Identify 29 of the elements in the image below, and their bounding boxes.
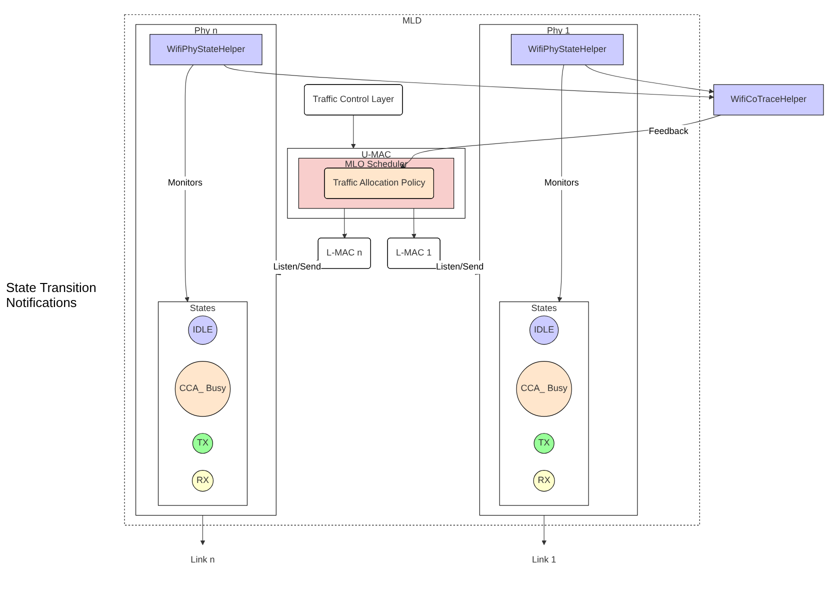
arrow	[542, 515, 547, 546]
node-circle: TX	[534, 433, 554, 454]
node-circle: RX	[533, 470, 555, 492]
edge-label: Listen/Send	[436, 262, 484, 272]
arrow	[557, 64, 564, 302]
node-box: WifiCoTraceHelper	[713, 84, 824, 116]
note-label: State Transition Notifications	[6, 280, 98, 310]
node-text: Link 1	[532, 555, 556, 565]
arrow	[342, 208, 347, 239]
node-box: WifiPhyStateHelper	[510, 34, 624, 66]
arrow	[412, 208, 416, 239]
arrow	[224, 64, 714, 100]
node-circle: IDLE	[188, 316, 218, 345]
arrow	[184, 64, 194, 302]
node-circle: IDLE	[530, 316, 559, 345]
node-circle: CCA_ Busy	[516, 361, 572, 417]
arrow	[350, 114, 356, 149]
edge-label: Monitors	[544, 178, 579, 188]
node-box: WifiPhyStateHelper	[150, 34, 262, 66]
node-circle: CCA_ Busy	[174, 361, 231, 417]
node-circle: TX	[192, 433, 214, 454]
arrow	[584, 64, 714, 94]
node-text: Link n	[190, 555, 215, 565]
edge-label: Monitors	[168, 178, 202, 188]
arrow	[400, 114, 722, 169]
arrow	[200, 515, 206, 546]
edge-label: Feedback	[648, 126, 688, 136]
node-circle: RX	[192, 470, 214, 492]
edge-label: Listen/Send	[273, 262, 321, 272]
